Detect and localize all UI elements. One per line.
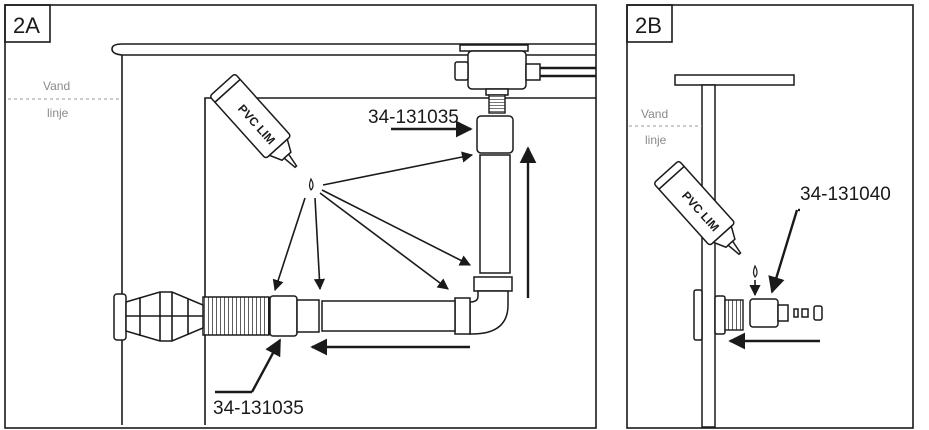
panel-2a-label-box	[4, 4, 51, 43]
tub-wall-section	[701, 84, 716, 428]
part-number-top: 34-131035	[368, 107, 459, 128]
horizontal-pipe	[321, 300, 456, 332]
panel-2b: 2B Vand linje PVC LIM	[626, 4, 914, 429]
glue-tube-2b: PVC LIM	[654, 161, 742, 256]
wall-fitting	[693, 289, 744, 341]
part-leader-2b	[768, 209, 799, 294]
pump-unit	[454, 44, 596, 114]
panel-2b-frame	[626, 4, 914, 429]
top-coupling	[476, 115, 514, 154]
panel-2a: 2A Vand linje	[4, 4, 597, 429]
inlet-nozzle	[113, 291, 204, 342]
waterline-label-1: Vand	[43, 79, 70, 93]
elbow-fitting	[454, 276, 513, 335]
waterline-label-2: linje	[47, 106, 69, 120]
vertical-pipe	[479, 154, 511, 274]
glue-drop-2b	[752, 264, 758, 278]
tub-rim	[111, 43, 596, 56]
cap-fitting	[749, 298, 823, 328]
panel-2a-label: 2A	[13, 13, 40, 38]
waterline-2b-label-2: linje	[645, 133, 667, 147]
part-leader-bottom	[250, 338, 282, 393]
glue-arrows	[272, 151, 474, 292]
part-number-2b: 34-131040	[800, 184, 891, 205]
waterline-2b-label-1: Vand	[641, 107, 668, 121]
glue-drop	[308, 177, 314, 191]
tub-rim-section	[674, 74, 795, 86]
panel-2a-frame	[4, 4, 597, 429]
part-number-bottom: 34-131035	[213, 398, 304, 419]
glue-tube: PVC LIM	[210, 74, 298, 169]
corrugated-hose	[202, 296, 270, 336]
panel-2b-label-box	[626, 4, 673, 43]
bottom-coupling	[269, 295, 320, 337]
panel-2b-label: 2B	[635, 13, 662, 38]
